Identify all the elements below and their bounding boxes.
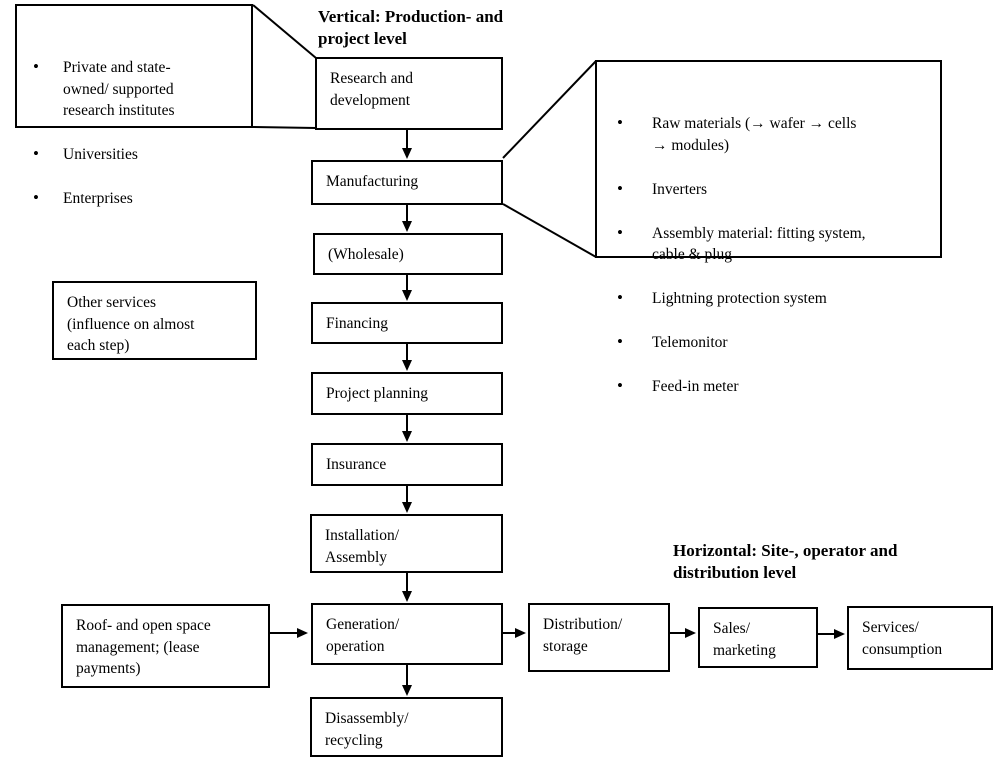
box-insurance: Insurance (311, 443, 503, 486)
box-financing: Financing (311, 302, 503, 344)
list-item: Enterprises (17, 187, 247, 210)
box-manufacturing: Manufacturing (311, 160, 503, 205)
vertical-level-title: Vertical: Production- and project level (318, 7, 504, 48)
research-actors-list: Private and state- owned/ supported rese… (17, 36, 247, 233)
box-distribution-storage: Distribution/ storage (528, 603, 670, 672)
list-item: Feed-in meter (597, 375, 936, 398)
horizontal-level-title: Horizontal: Site-, operator and distribu… (673, 541, 898, 582)
box-research-development: Research and development (315, 57, 503, 130)
box-generation-operation: Generation/ operation (311, 603, 503, 665)
box-wholesale: (Wholesale) (313, 233, 503, 275)
list-item: Lightning protection system (597, 287, 936, 310)
list-item: Universities (17, 143, 247, 166)
list-item: Inverters (597, 178, 936, 201)
box-project-planning: Project planning (311, 372, 503, 415)
box-installation-assembly: Installation/ Assembly (310, 514, 503, 573)
callout-right-bottom-line (502, 203, 597, 258)
list-item: Telemonitor (597, 331, 936, 354)
box-services-consumption: Services/ consumption (847, 606, 993, 670)
box-sales-marketing: Sales/ marketing (698, 607, 818, 668)
callout-left-top-line (252, 4, 317, 59)
list-item: Raw materials (→ wafer → cells → modules… (597, 112, 936, 156)
manufacturing-inputs-box: Raw materials (→ wafer → cells → modules… (595, 60, 942, 396)
list-item: Private and state- owned/ supported rese… (17, 56, 247, 122)
box-other-services: Other services (influence on almost each… (52, 281, 257, 360)
list-item: Assembly material: fitting system, cable… (597, 222, 936, 266)
callout-left-bottom-line (252, 126, 317, 129)
box-disassembly-recycling: Disassembly/ recycling (310, 697, 503, 757)
callout-right-top-line (502, 60, 597, 159)
box-roof-management: Roof- and open space management; (lease … (61, 604, 270, 688)
research-actors-box: Private and state- owned/ supported rese… (15, 4, 253, 208)
manufacturing-inputs-list: Raw materials (→ wafer → cells → modules… (597, 92, 936, 421)
